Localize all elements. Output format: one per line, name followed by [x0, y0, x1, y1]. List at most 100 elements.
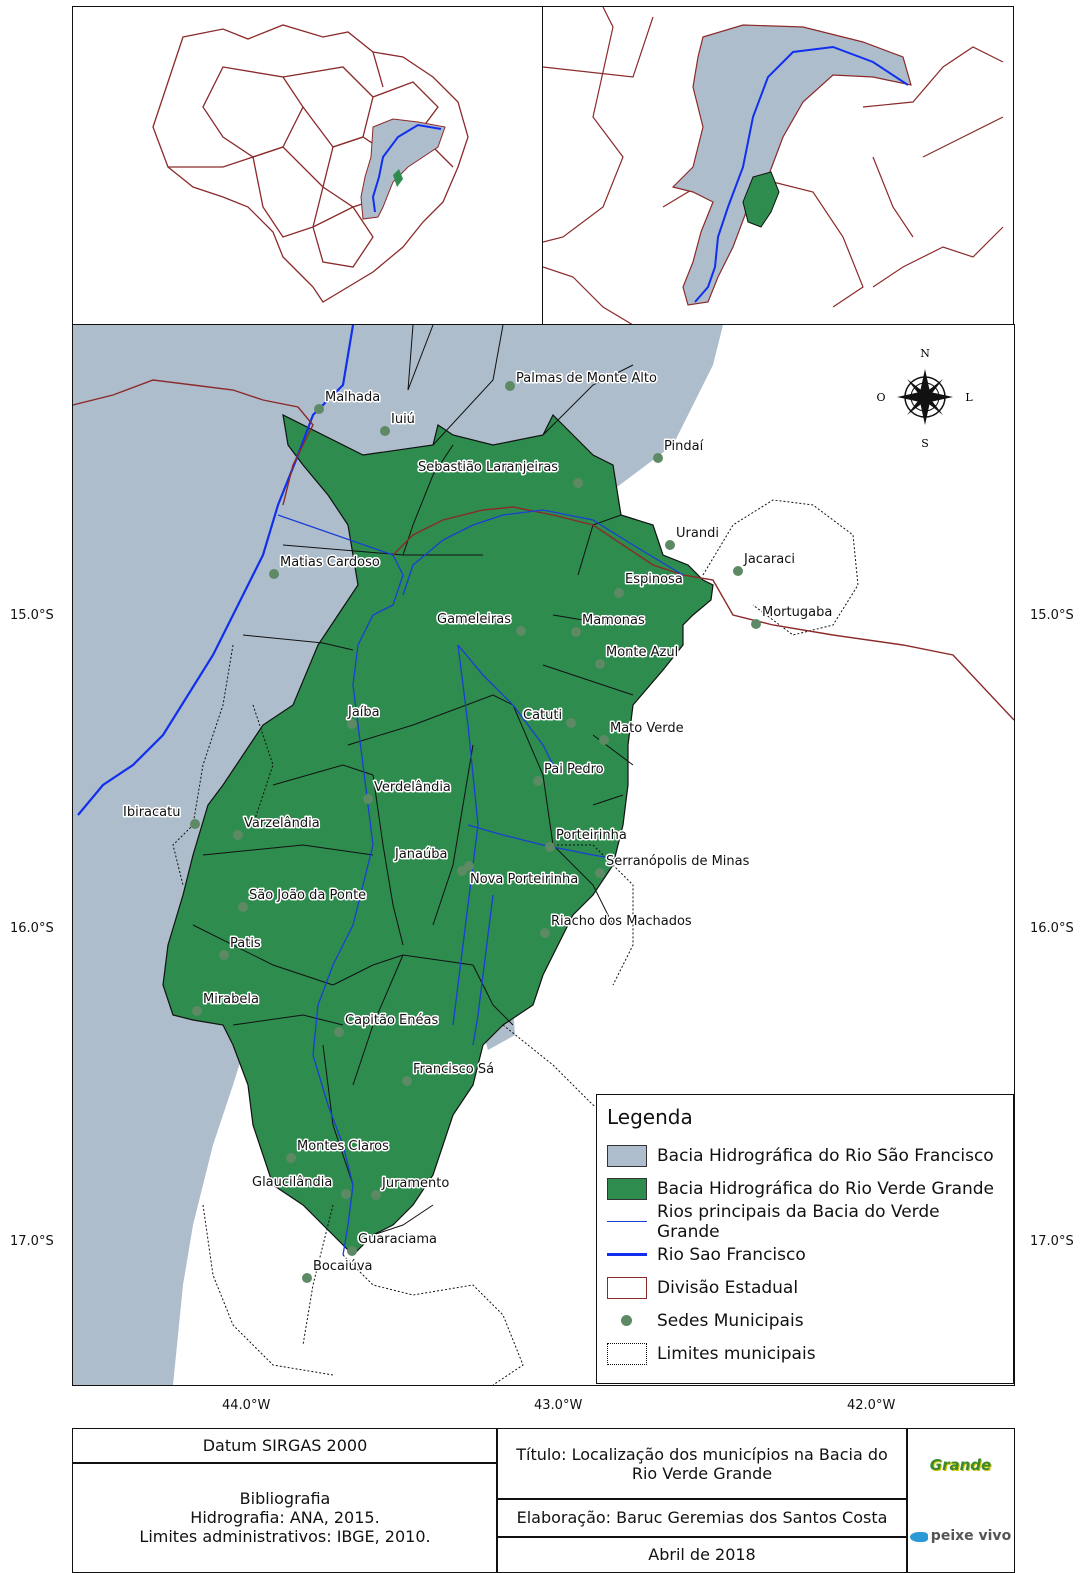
municipality-label: Serranópolis de Minas	[606, 854, 750, 869]
legend-label: Divisão Estadual	[657, 1277, 799, 1298]
logo-comite-verde-grande: Grande	[930, 1456, 991, 1474]
legend-label: Rio Sao Francisco	[657, 1244, 806, 1265]
author-text: Elaboração: Baruc Geremias dos Santos Co…	[516, 1508, 888, 1528]
lat-label-right-2: 17.0°S	[1030, 1234, 1074, 1249]
municipality-label: Espinosa	[625, 572, 683, 587]
region-sf-basin	[671, 24, 912, 306]
seat-marker-29	[402, 1076, 412, 1086]
municipality-label: Guaraciama	[358, 1232, 437, 1247]
seat-marker-24	[238, 902, 248, 912]
municipality-label: Mirabela	[203, 992, 259, 1007]
seat-marker-28	[334, 1027, 344, 1037]
logo-peixe-vivo: peixe vivo	[909, 1528, 1012, 1545]
lon-label-2: 42.0°W	[847, 1398, 896, 1413]
legend-line-vg-rivers	[607, 1211, 647, 1233]
footer-logos: Grande peixe vivo	[906, 1428, 1015, 1573]
seat-marker-11	[516, 626, 526, 636]
legend-label: Rios principais da Bacia do Verde Grande	[657, 1201, 940, 1242]
fish-icon	[909, 1531, 928, 1542]
compass-s: S	[921, 437, 929, 450]
municipality-label: Capitão Enéas	[345, 1013, 438, 1028]
municipality-label: Patis	[230, 936, 261, 951]
legend-item-seats: Sedes Municipais	[607, 1304, 1003, 1337]
logo2-text: peixe vivo	[930, 1528, 1012, 1545]
legend-item-vg-basin: Bacia Hidrográfica do Rio Verde Grande	[607, 1172, 1003, 1205]
municipality-label: Varzelândia	[244, 816, 320, 831]
seat-marker-33	[347, 1246, 357, 1256]
municipality-label: Urandi	[676, 526, 719, 541]
municipality-label: Ibiracatu	[123, 805, 180, 820]
legend-label: Limites municipais	[657, 1343, 816, 1364]
seat-marker-20	[545, 842, 555, 852]
inset-map-region	[542, 6, 1014, 326]
sf-basin-west	[73, 325, 723, 1385]
municipality-label: Nova Porteirinha	[470, 872, 578, 887]
bibliography-line2: Limites administrativos: IBGE, 2010.	[139, 1527, 431, 1547]
seat-marker-14	[566, 718, 576, 728]
map-legend: Legenda Bacia Hidrográfica do Rio São Fr…	[596, 1094, 1014, 1384]
seat-marker-27	[192, 1006, 202, 1016]
municipality-label: Palmas de Monte Alto	[516, 371, 657, 386]
legend-swatch-sf-basin	[607, 1144, 647, 1167]
legend-item-municipal-limits: Limites municipais	[607, 1337, 1003, 1370]
seat-marker-16	[533, 776, 543, 786]
seat-marker-3	[653, 453, 663, 463]
lon-label-0: 44.0°W	[222, 1398, 271, 1413]
legend-item-vg-rivers: Rios principais da Bacia do Verde Grande	[607, 1202, 1003, 1242]
seat-marker-8	[614, 588, 624, 598]
municipality-label: Riacho dos Machados	[551, 914, 692, 929]
seat-marker-34	[302, 1273, 312, 1283]
footer-bibliography: Bibliografia Hidrografia: ANA, 2015. Lim…	[72, 1462, 498, 1573]
municipality-label: São João da Ponte	[249, 888, 366, 903]
brazil-border	[152, 24, 469, 303]
seat-marker-6	[269, 569, 279, 579]
municipal-limits	[172, 499, 859, 1385]
inset-sf-river	[371, 123, 442, 213]
footer-date: Abril de 2018	[496, 1536, 908, 1573]
lat-label-left-0: 15.0°S	[10, 608, 54, 623]
legend-swatch-municipal-limits	[607, 1342, 647, 1365]
logo1-text: Grande	[929, 1456, 992, 1475]
municipality-label: Juramento	[381, 1176, 449, 1191]
compass-w: O	[876, 391, 885, 404]
seat-marker-18	[190, 819, 200, 829]
legend-label: Sedes Municipais	[657, 1310, 804, 1331]
seat-marker-22	[595, 868, 605, 878]
seat-marker-23	[457, 866, 467, 876]
municipality-label: Catuti	[523, 708, 562, 723]
compass-e: L	[965, 391, 973, 404]
legend-item-sf-river: Rio Sao Francisco	[607, 1238, 1003, 1271]
municipality-label: Gameleiras	[437, 612, 511, 627]
municipality-label: Mato Verde	[610, 721, 684, 736]
sao-francisco-river	[77, 325, 355, 816]
region-vg-basin	[742, 171, 780, 228]
seat-marker-31	[341, 1189, 351, 1199]
seat-marker-15	[599, 735, 609, 745]
legend-swatch-state-division	[607, 1276, 647, 1299]
municipality-label: Janaúba	[394, 847, 447, 862]
municipality-label: Jacaraci	[743, 552, 795, 567]
vg-basin	[162, 413, 714, 1256]
seat-marker-1	[314, 404, 324, 414]
seat-marker-30	[286, 1153, 296, 1163]
compass-n: N	[920, 347, 930, 360]
municipality-label: Iuiú	[391, 412, 415, 427]
footer-author: Elaboração: Baruc Geremias dos Santos Co…	[496, 1498, 908, 1538]
legend-line-sf-river	[607, 1244, 647, 1266]
lat-label-left-1: 16.0°S	[10, 921, 54, 936]
title-line1: Título: Localização dos municípios na Ba…	[516, 1444, 888, 1464]
lon-label-1: 43.0°W	[534, 1398, 583, 1413]
municipality-label: Pindaí	[664, 439, 704, 454]
legend-label: Bacia Hidrográfica do Rio Verde Grande	[657, 1178, 995, 1199]
seat-marker-10	[571, 627, 581, 637]
seat-marker-21	[464, 861, 474, 871]
footer-datum: Datum SIRGAS 2000	[72, 1428, 498, 1464]
legend-dot-seats	[607, 1310, 647, 1332]
municipality-label: Malhada	[325, 390, 380, 405]
legend-label: Bacia Hidrográfica do Rio São Francisco	[657, 1145, 994, 1166]
state-border-west	[73, 379, 314, 506]
compass-rose: N S L O	[876, 347, 973, 450]
seat-marker-12	[595, 659, 605, 669]
seat-marker-32	[371, 1190, 381, 1200]
seat-marker-9	[751, 619, 761, 629]
